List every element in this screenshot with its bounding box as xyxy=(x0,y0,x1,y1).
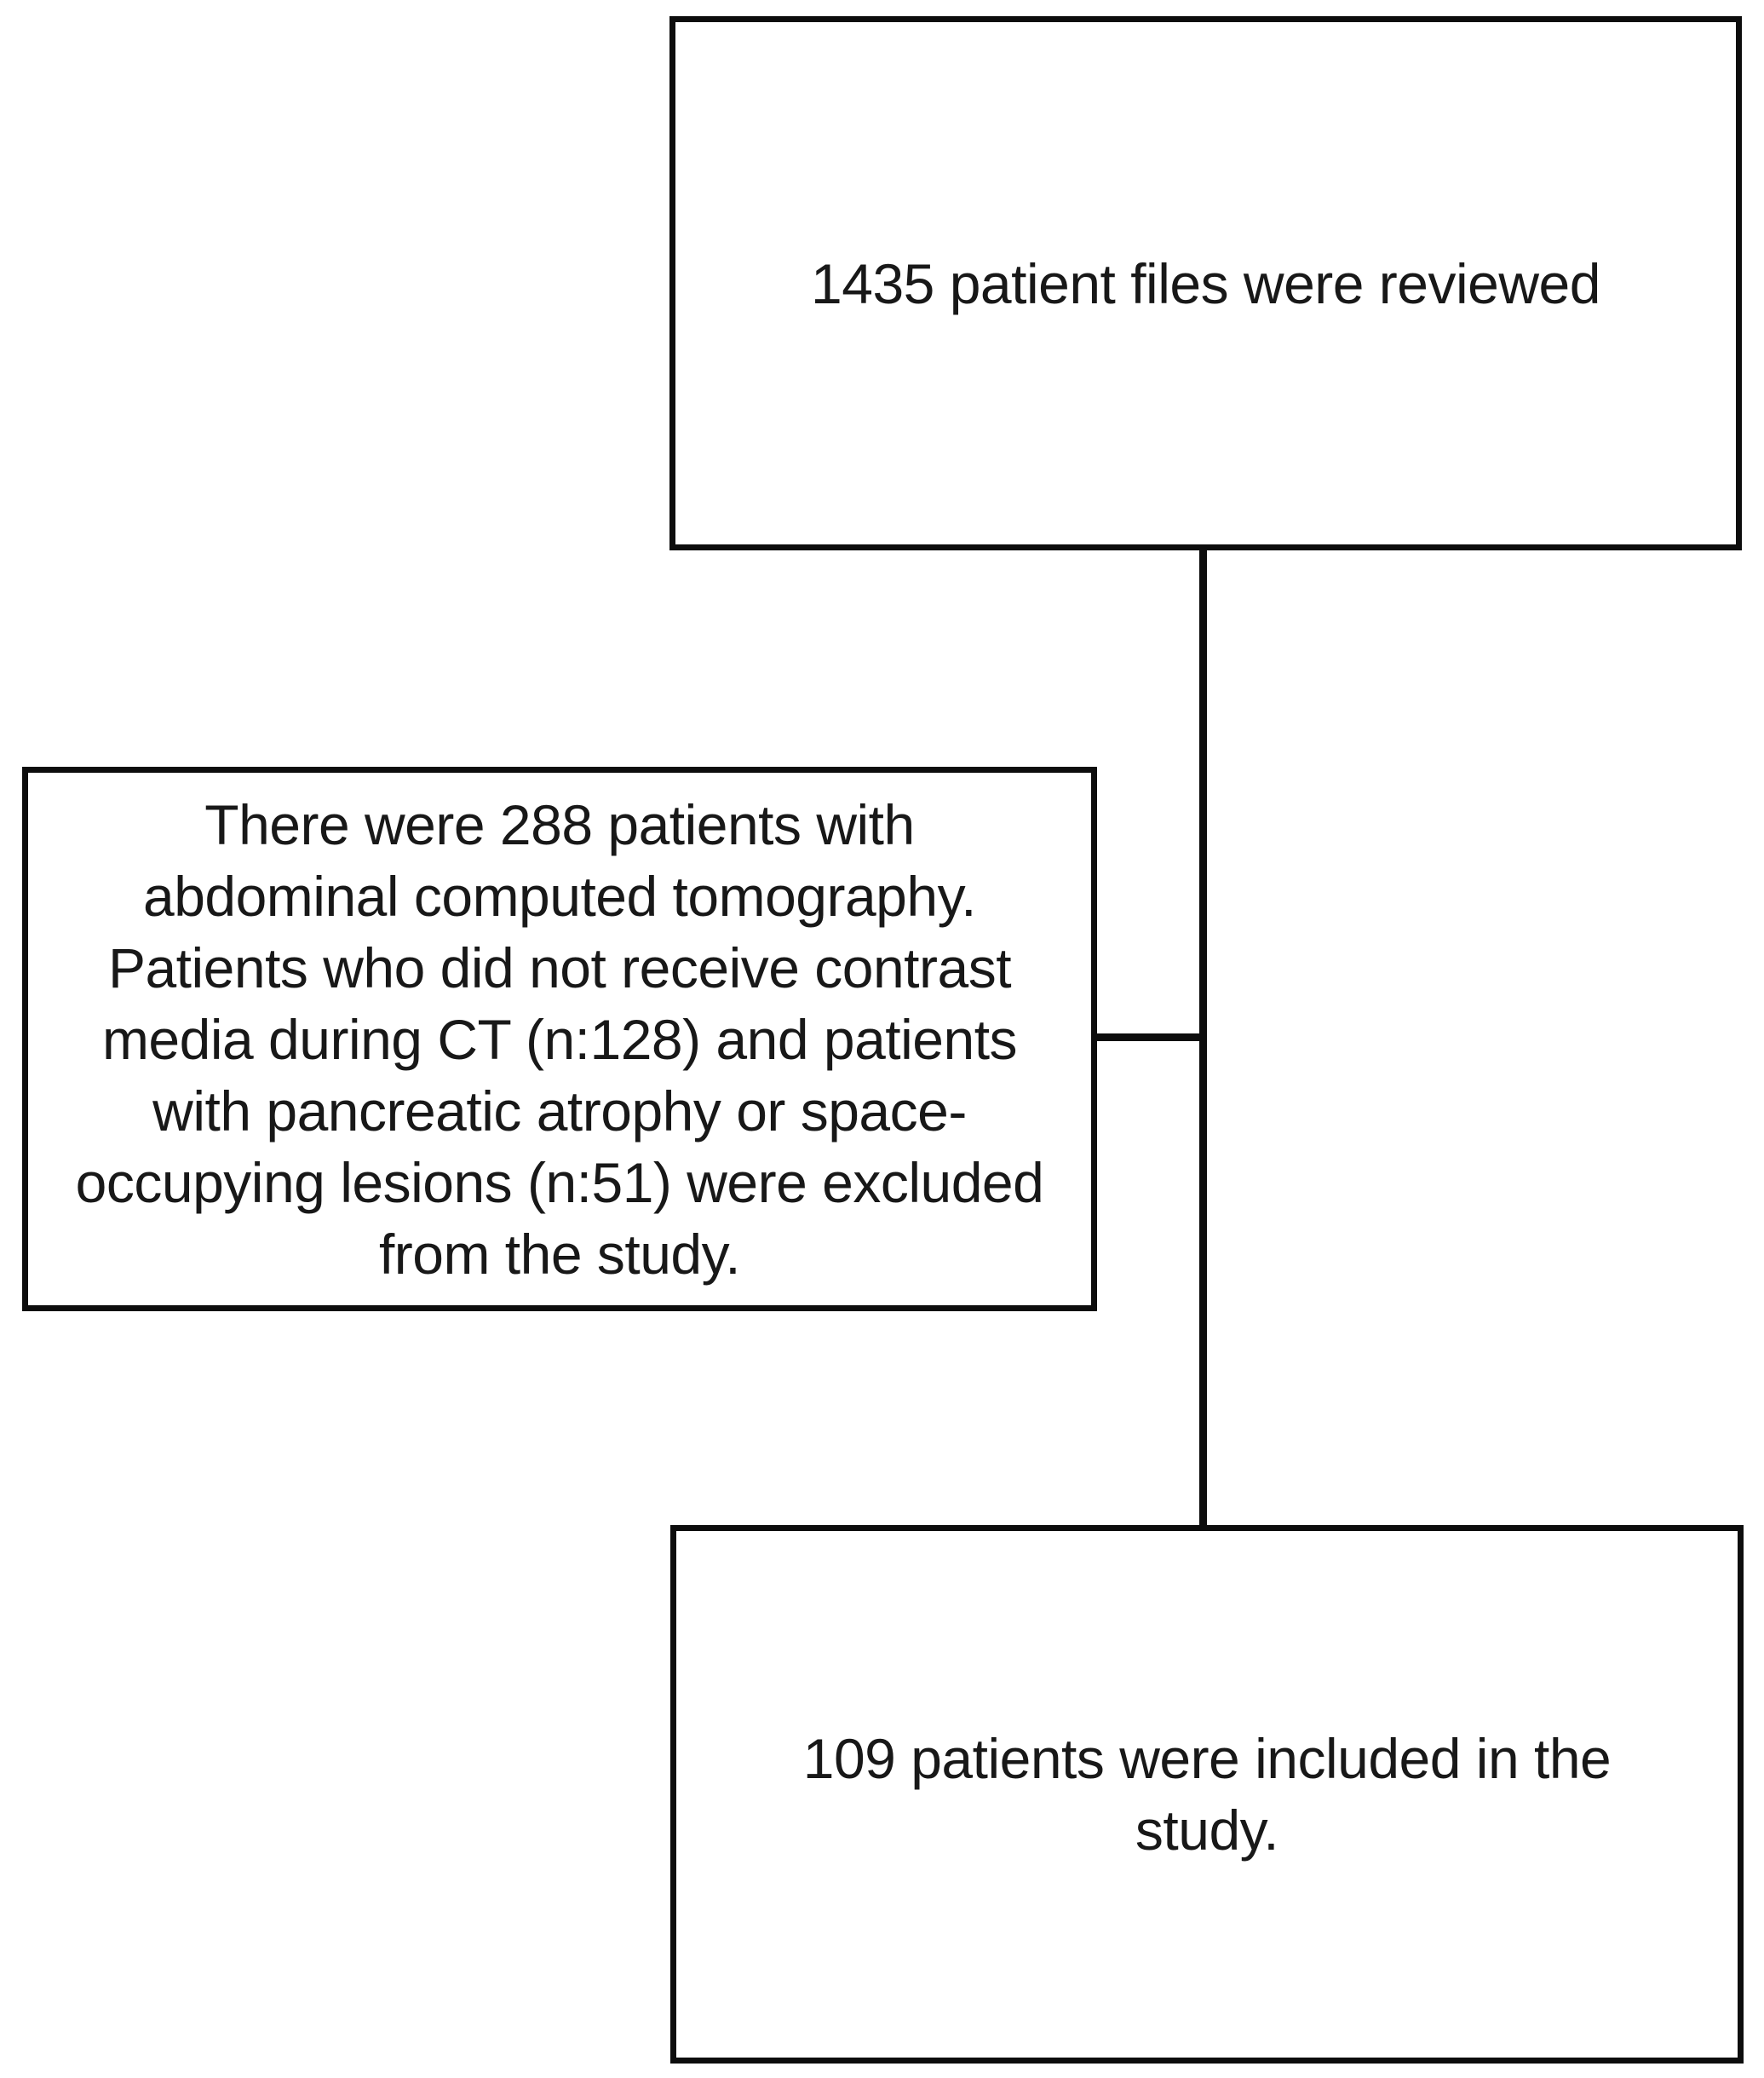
node-patients-reviewed-text: 1435 patient files were reviewed xyxy=(811,251,1600,315)
flowchart-node-patients-included: 109 patients were included in the study. xyxy=(670,1525,1744,2064)
node-exclusions-text: There were 288 patients with abdominal c… xyxy=(75,792,1044,1286)
flowchart-node-patients-reviewed: 1435 patient files were reviewed xyxy=(669,16,1742,550)
flowchart-node-exclusions: There were 288 patients with abdominal c… xyxy=(22,767,1097,1311)
node-patients-included-text: 109 patients were included in the study. xyxy=(802,1727,1612,1862)
connector-horizontal-branch xyxy=(1092,1033,1204,1041)
